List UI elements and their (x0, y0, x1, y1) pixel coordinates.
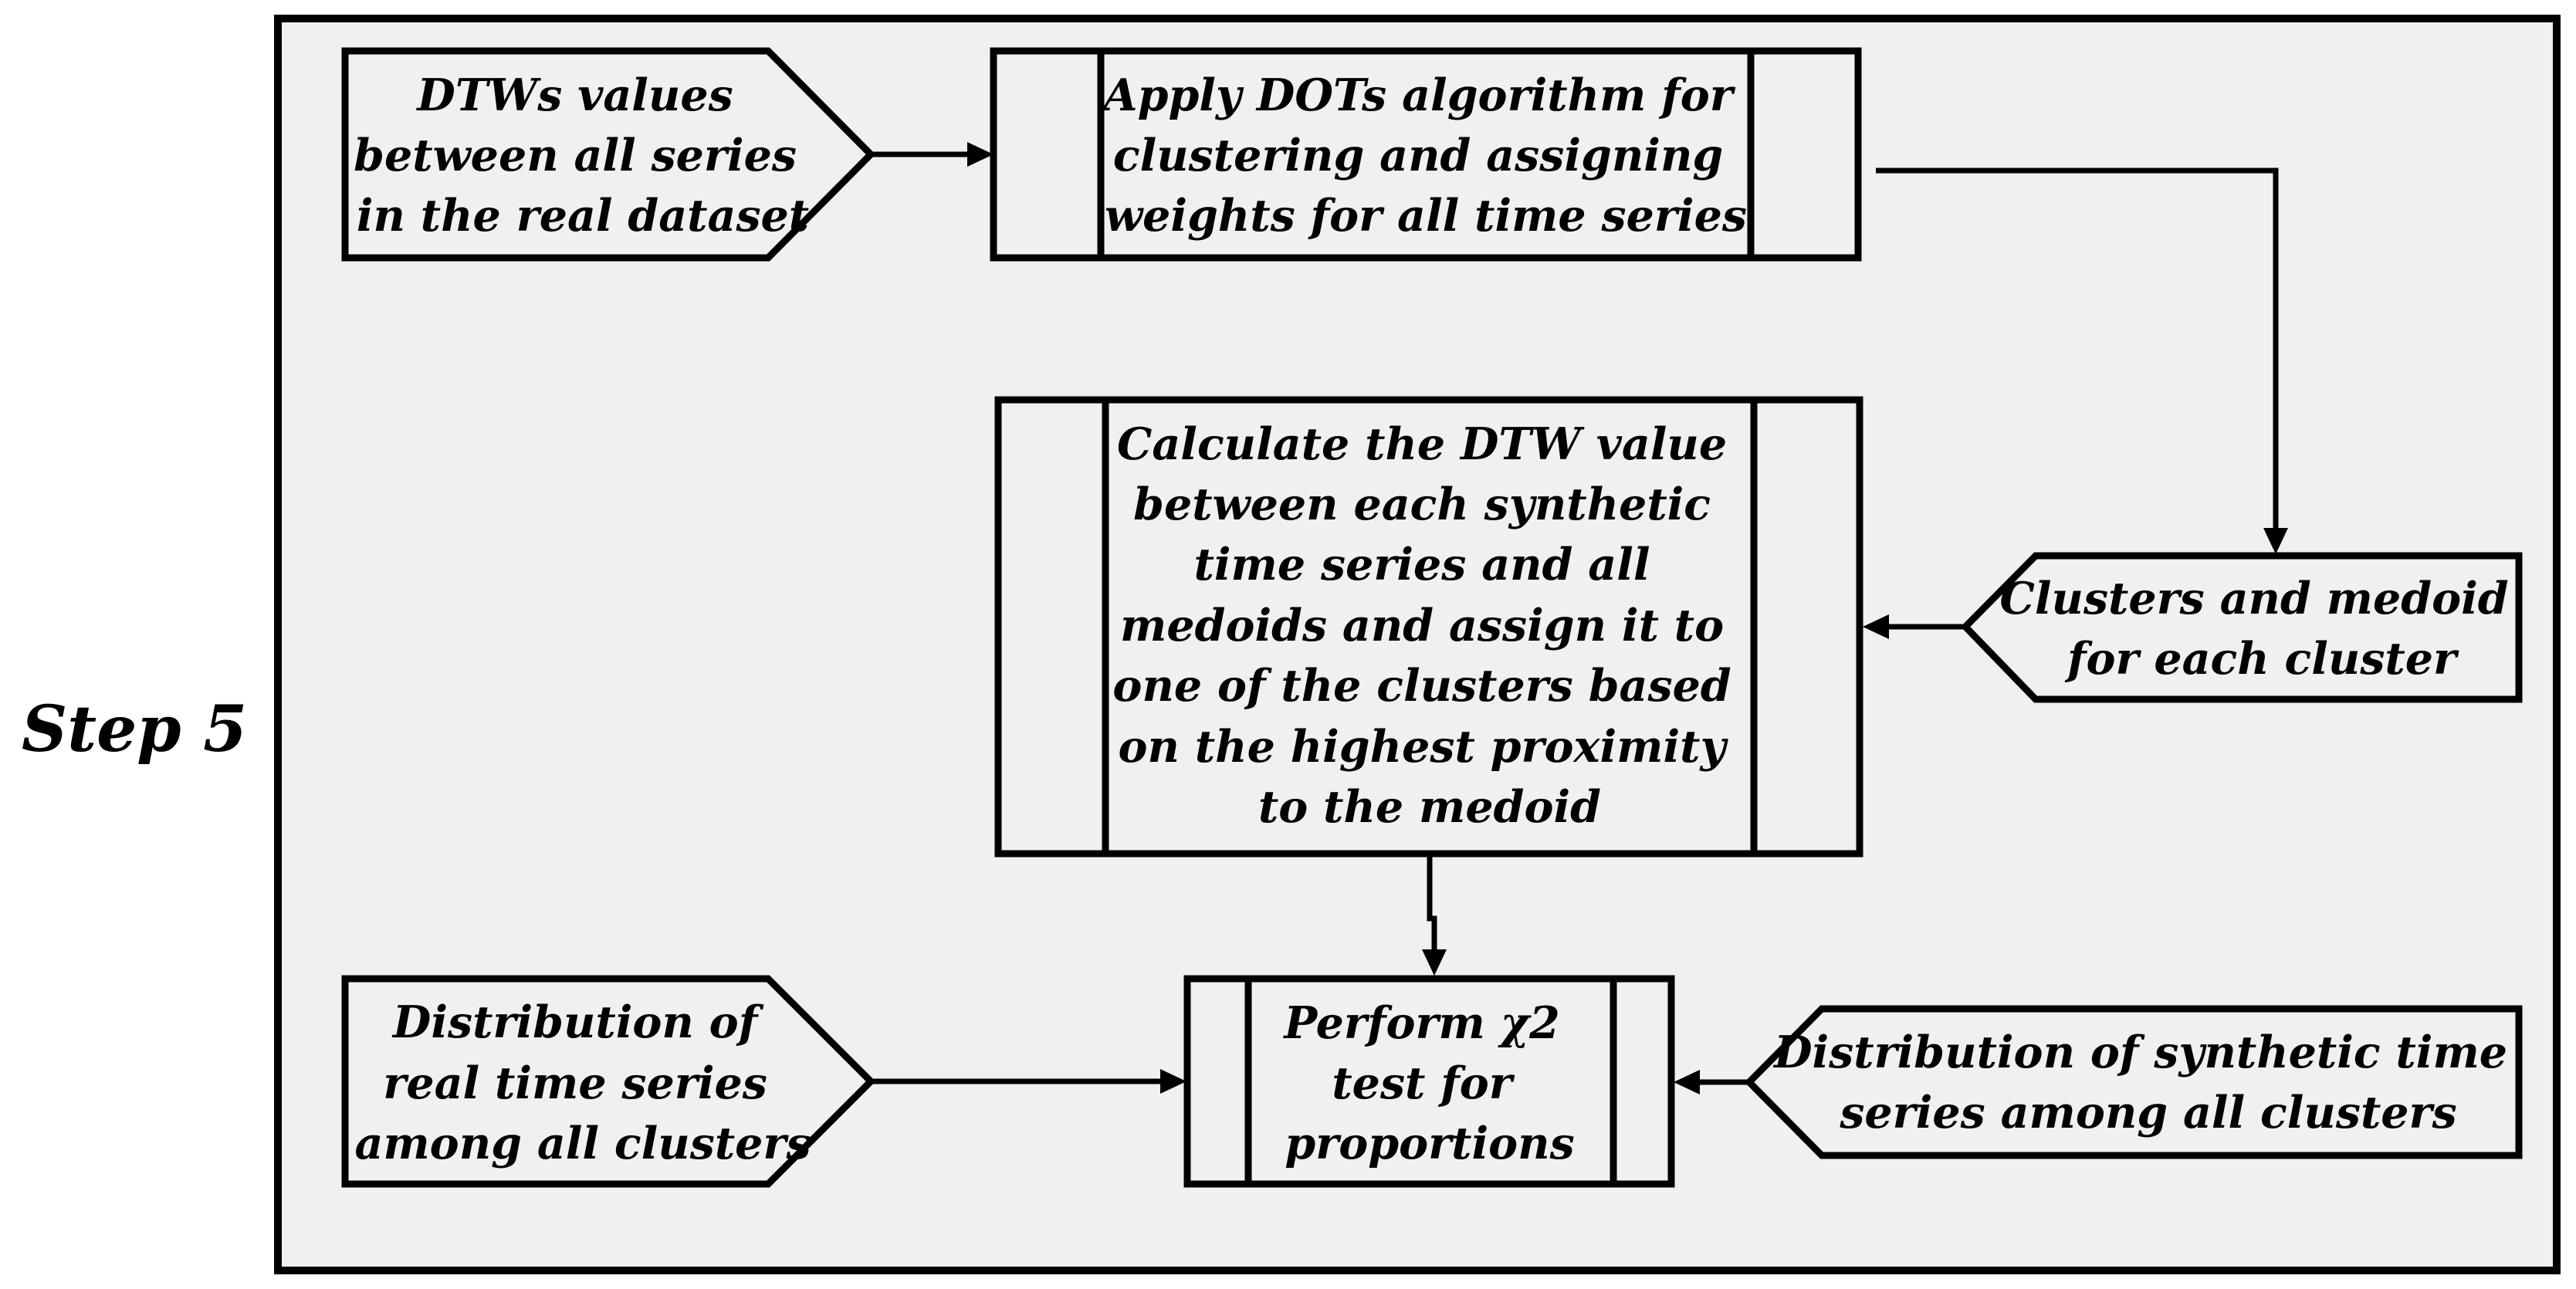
chi2-test-line-1: Perform χ2 (1282, 997, 1560, 1049)
real-distribution-line-3: among all clusters (354, 1118, 811, 1169)
clusters-medoid-shape (1960, 552, 2523, 703)
dtw-values-line-2: between all series (354, 130, 797, 181)
assign-clusters-line-5: one of the clusters based (1112, 660, 1731, 712)
dtw-values-shape (341, 47, 876, 262)
dtw-values-line-3: in the real dataset (357, 190, 809, 242)
svg-text:Calculate the DTW value: Calculate the DTW value between each syn… (1112, 418, 1746, 833)
svg-text:Apply DOTs algorithm for: Apply DOTs algorithm for clustering and … (1099, 69, 1748, 242)
synthetic-distribution-node: Distribution of synthetic time series am… (1744, 1005, 2523, 1159)
assign-clusters-line-3: time series and all (1194, 539, 1650, 590)
assign-clusters-line-2: between each synthetic (1133, 479, 1711, 530)
dots-algorithm-line-2: clustering and assigning (1113, 130, 1723, 181)
assign-clusters-line-7: to the medoid (1258, 781, 1601, 833)
dtw-values-line-1: DTWs values (415, 69, 733, 121)
real-distribution-line-1: Distribution of (391, 996, 764, 1048)
clusters-medoid-line-2: for each cluster (2064, 633, 2459, 685)
chi2-test-line-3: proportions (1285, 1118, 1574, 1169)
synthetic-distribution-line-1: Distribution of synthetic time (1772, 1027, 2507, 1078)
arrow-dtw-to-dots (871, 142, 994, 167)
arrow-dots-to-clusters (1876, 167, 2288, 554)
real-distribution-line-2: real time series (383, 1057, 767, 1109)
chi2-test-line-2: test for (1332, 1057, 1515, 1109)
svg-text:DTWs values between all: DTWs values between all series in the re… (354, 69, 812, 242)
step-label: Step 5 (22, 692, 247, 766)
assign-clusters-node: Calculate the DTW value between each syn… (994, 396, 1863, 858)
real-distribution-node: Distribution of real time series among a… (341, 975, 876, 1188)
assign-clusters-line-4: medoids and assign it to (1120, 600, 1724, 651)
clusters-medoid-line-1: Clusters and medoid (1999, 573, 2508, 624)
synthetic-distribution-line-2: series among all clusters (1839, 1087, 2456, 1138)
chi2-test-shape (1183, 975, 1675, 1188)
svg-text:Clusters and medoid for: Clusters and medoid for each cluster (1999, 573, 2524, 685)
clusters-medoid-node: Clusters and medoid for each cluster (1960, 552, 2524, 703)
chi2-test-node: Perform χ2 test for proportions (1183, 975, 1675, 1188)
svg-text:Distribution of real tim: Distribution of real time series among a… (354, 996, 811, 1169)
arrow-assign-to-chi2 (1422, 854, 1447, 976)
svg-text:Distribution of synthetic time: Distribution of synthetic time series am… (1772, 1027, 2523, 1138)
arrow-synthetic-to-chi2 (1674, 1070, 1749, 1094)
synthetic-distribution-shape (1744, 1005, 2523, 1159)
dots-algorithm-node: Apply DOTs algorithm for clustering and … (990, 47, 1862, 262)
arrow-clusters-to-assign (1863, 614, 1965, 639)
arrow-real-to-chi2 (871, 1069, 1186, 1094)
real-distribution-shape (341, 975, 876, 1188)
assign-clusters-line-1: Calculate the DTW value (1117, 418, 1727, 470)
svg-text:Perform χ2 test for: Perform χ2 test for proportions (1282, 997, 1575, 1169)
dots-algorithm-line-3: weights for all time series (1105, 190, 1747, 242)
dtw-values-node: DTWs values between all series in the re… (341, 47, 876, 262)
dots-algorithm-line-1: Apply DOTs algorithm for (1099, 69, 1735, 121)
assign-clusters-line-6: on the highest proximity (1119, 721, 1729, 773)
